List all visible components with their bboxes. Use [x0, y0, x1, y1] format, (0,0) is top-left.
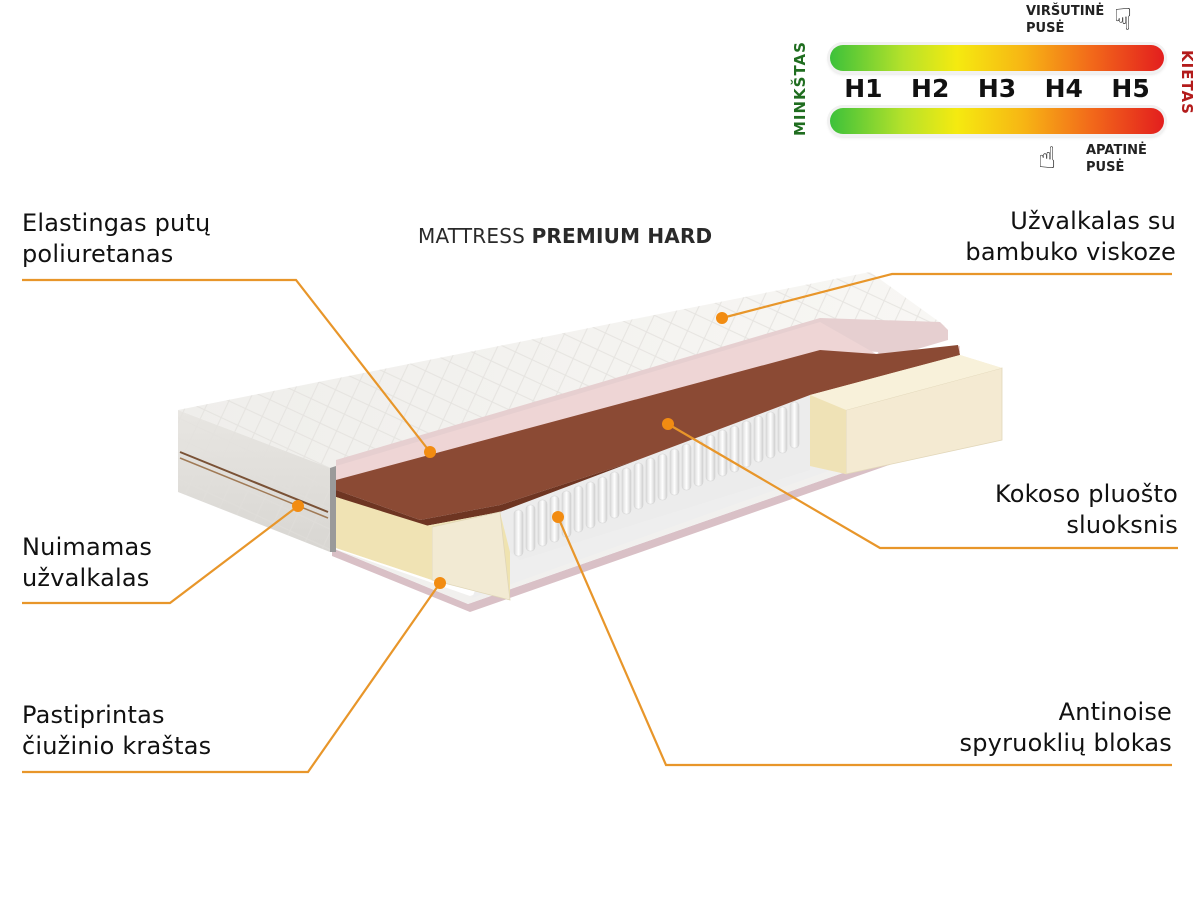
firmness-scale: MINKŠTAS KIETAS VIRŠUTINĖ PUSĖ ☝ H1 H2 H…	[791, 0, 1200, 190]
hand-pointing-up-icon: ☝	[1038, 141, 1057, 176]
leader-lines	[22, 272, 1178, 774]
level-h4: H4	[1044, 74, 1083, 103]
callout-coconut-layer: Kokoso pluošto sluoksnis	[995, 480, 1178, 539]
dot-edge	[434, 577, 446, 589]
level-h2: H2	[911, 74, 950, 103]
firmness-levels: H1 H2 H3 H4 H5	[830, 74, 1164, 103]
level-h1: H1	[844, 74, 883, 103]
dot-foam	[424, 446, 436, 458]
dot-cover-removable	[292, 500, 304, 512]
leader-line-edge	[22, 582, 441, 774]
callout-removable-cover: Nuimamas užvalkalas	[22, 533, 153, 592]
leader-dots	[292, 312, 728, 589]
top-side-note: VIRŠUTINĖ PUSĖ	[1026, 4, 1105, 36]
product-title: MATTRESS PREMIUM HARD	[418, 224, 712, 248]
dot-coconut	[662, 418, 674, 430]
edge-foam-back	[810, 355, 1003, 475]
leader-line-cover-removable	[22, 505, 299, 605]
leader-line-coconut	[667, 423, 1178, 550]
callout-bamboo-cover: Užvalkalas su bambuko viskoze	[965, 207, 1176, 266]
level-h3: H3	[977, 74, 1017, 103]
dot-bamboo-cover	[716, 312, 728, 324]
leader-line-foam	[22, 278, 431, 453]
edge-foam-front	[336, 497, 511, 601]
firmness-bar-top	[830, 45, 1164, 71]
mattress-body	[178, 272, 1003, 612]
callout-reinforced-edge: Pastiprintas čiužinio kraštas	[22, 701, 212, 760]
dot-springs	[552, 511, 564, 523]
title-name: PREMIUM HARD	[531, 224, 713, 248]
leader-line-bamboo-cover	[721, 272, 1172, 320]
leader-line-springs	[556, 516, 1172, 767]
spring-block	[500, 395, 810, 560]
hand-pointing-down-icon: ☝	[1114, 0, 1133, 35]
callout-spring-block: Antinoise spyruoklių blokas	[959, 698, 1172, 757]
firmness-bar-bottom	[830, 108, 1164, 134]
bottom-side-note: APATINĖ PUSĖ	[1086, 143, 1147, 175]
callout-foam: Elastingas putų poliuretanas	[22, 209, 211, 268]
hard-label: KIETAS	[1178, 50, 1196, 115]
soft-label: MINKŠTAS	[791, 41, 809, 136]
title-prefix: MATTRESS	[418, 224, 525, 248]
level-h5: H5	[1111, 74, 1150, 103]
